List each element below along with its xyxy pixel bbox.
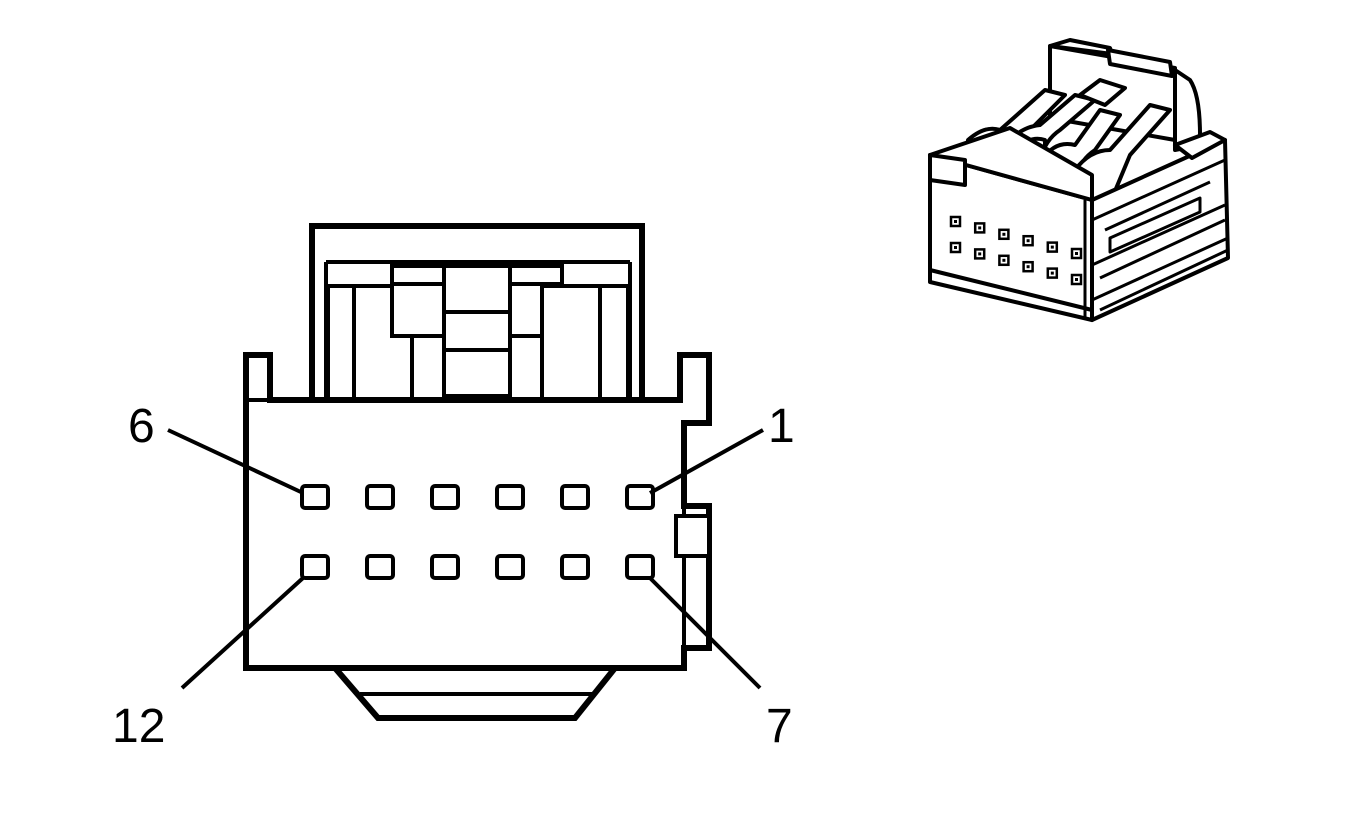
pin-cavity	[300, 554, 330, 580]
pin-cavity	[625, 554, 655, 580]
iso-latch-ribs	[1106, 48, 1174, 78]
pin-cavity	[430, 554, 460, 580]
pin-cavity	[495, 484, 525, 510]
connector-3d-view	[928, 38, 1230, 322]
iso-front-lip	[929, 268, 1093, 312]
iso-top-left-rib	[928, 153, 967, 187]
iso-pin-cavity-hole	[1050, 271, 1054, 275]
pin-cavity	[430, 484, 460, 510]
iso-pin-cavity-hole	[1075, 252, 1078, 255]
iso-side-ridges	[1091, 158, 1229, 312]
pin-label-12: 12	[112, 700, 165, 753]
pin-label-7: 7	[766, 700, 793, 753]
leader-line-12	[180, 576, 305, 690]
pin-cavity	[495, 554, 525, 580]
side-key	[674, 514, 711, 558]
iso-pin-cavity-hole	[954, 220, 957, 223]
pin-cavity	[560, 554, 590, 580]
iso-pin-cavity-hole	[1050, 245, 1054, 249]
leader-line-1	[649, 428, 764, 495]
pin-label-6: 6	[128, 400, 155, 453]
iso-pin-cavity-hole	[978, 252, 982, 256]
pin-cavity	[365, 554, 395, 580]
iso-cavity-grid	[949, 215, 1083, 286]
pin-cavity	[625, 484, 655, 510]
latch-beams	[326, 264, 630, 408]
face-cavity-grid	[300, 484, 655, 580]
iso-pin-cavity-hole	[954, 246, 957, 249]
leader-line-6	[167, 428, 304, 495]
pin-cavity	[300, 484, 330, 510]
iso-pin-cavity-hole	[1075, 278, 1078, 281]
iso-pin-cavity-hole	[1026, 239, 1030, 243]
pin-cavity	[560, 484, 590, 510]
iso-pin-cavity-hole	[1026, 265, 1030, 269]
iso-right-top-lip	[1173, 130, 1227, 160]
iso-pin-cavity-hole	[1002, 258, 1006, 262]
connector-face-view	[243, 223, 712, 721]
iso-pin-cavity-hole	[978, 226, 982, 230]
iso-pin-cavity-hole	[1002, 232, 1006, 236]
pin-label-1: 1	[768, 400, 795, 453]
leader-lines	[167, 428, 764, 690]
iso-top-face	[928, 126, 1094, 202]
pin-cavity	[365, 484, 395, 510]
leader-line-7	[648, 576, 762, 690]
connector-body	[243, 352, 712, 671]
iso-latch-tip	[1048, 38, 1114, 56]
